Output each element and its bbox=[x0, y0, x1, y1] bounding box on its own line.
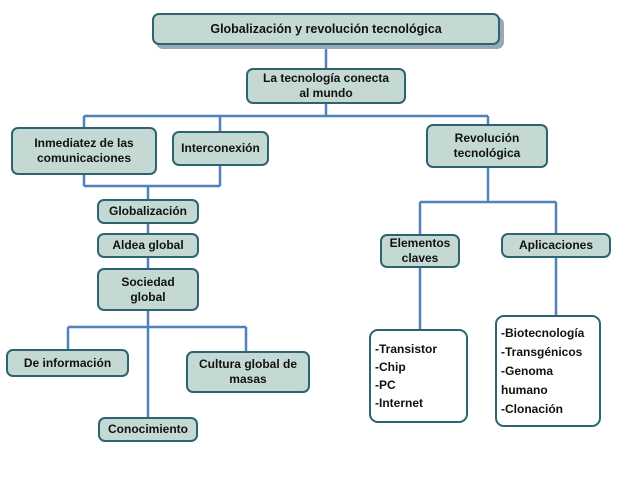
tech-connects-node: La tecnología conecta al mundo bbox=[246, 68, 406, 104]
mass-culture-node: Cultura global de masas bbox=[186, 351, 310, 393]
global-society-node: Sociedad global bbox=[97, 268, 199, 311]
global-village-node: Aldea global bbox=[97, 233, 199, 258]
title-node: Globalización y revolución tecnológica bbox=[152, 13, 500, 45]
elements-list-node: -Transistor -Chip -PC -Internet bbox=[369, 329, 468, 423]
globalization-node: Globalización bbox=[97, 199, 199, 224]
tech-revolution-node: Revolución tecnológica bbox=[426, 124, 548, 168]
interconnection-node: Interconexión bbox=[172, 131, 269, 166]
applications-list-node: -Biotecnología -Transgénicos -Genoma hum… bbox=[495, 315, 601, 427]
applications-node: Aplicaciones bbox=[501, 233, 611, 258]
immediacy-node: Inmediatez de las comunicaciones bbox=[11, 127, 157, 175]
key-elements-node: Elementos claves bbox=[380, 234, 460, 268]
information-node: De información bbox=[6, 349, 129, 377]
knowledge-node: Conocimiento bbox=[98, 417, 198, 442]
